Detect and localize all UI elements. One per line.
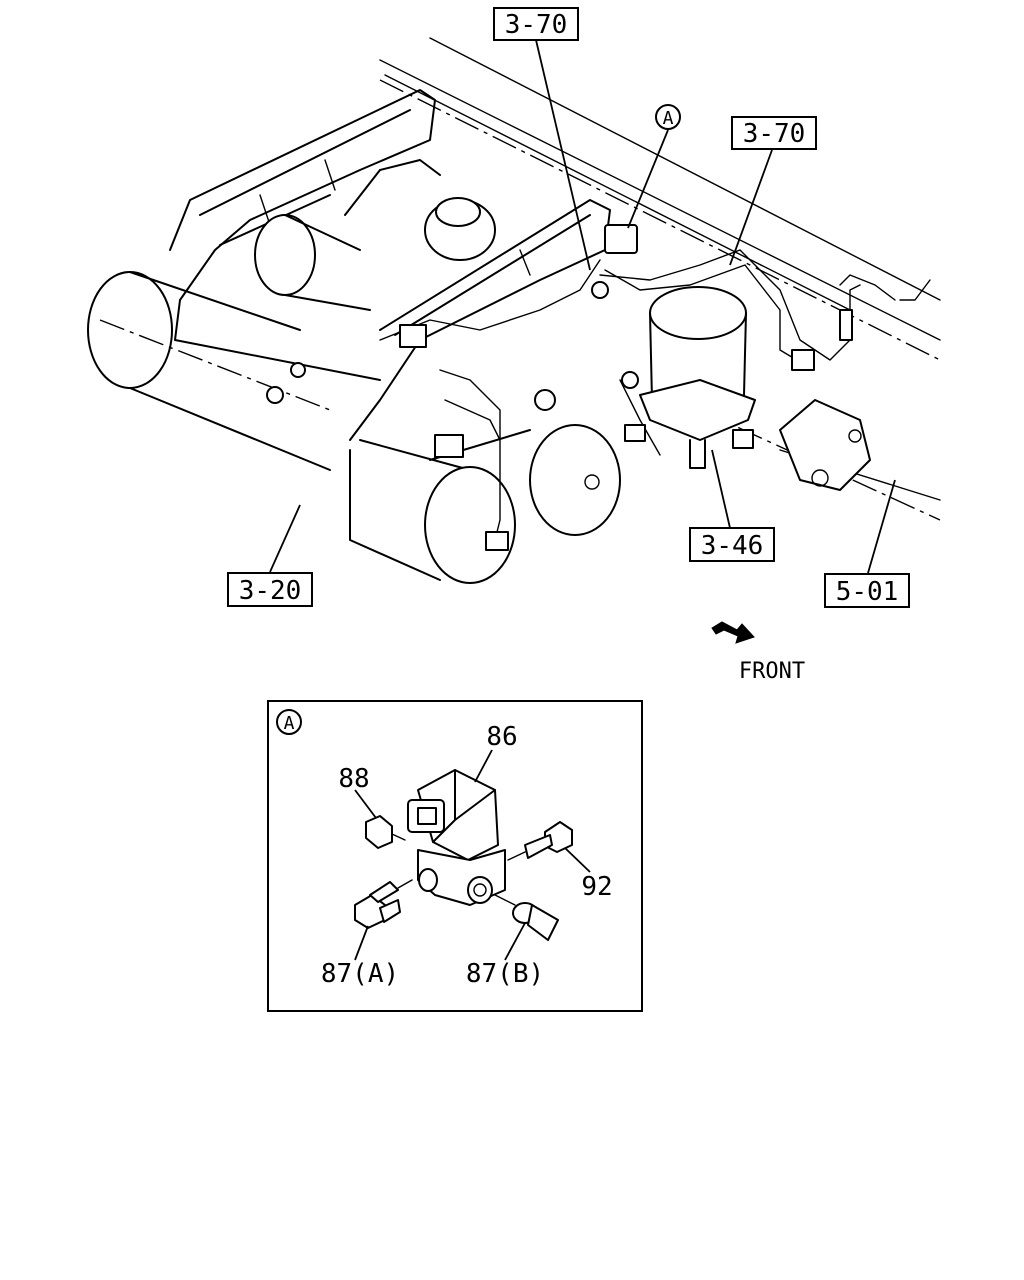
detail-frame <box>267 700 643 1012</box>
detail-marker-a[interactable]: A <box>655 104 681 130</box>
leader-3-20 <box>269 504 301 573</box>
frame-hanger <box>779 399 871 491</box>
leader-92 <box>564 847 591 873</box>
detail-marker-a-inset: A <box>276 709 302 735</box>
part-label-88: 88 <box>338 764 369 794</box>
part-label-92: 92 <box>581 872 612 902</box>
callout-label: 5-01 <box>836 577 899 607</box>
fittings <box>266 224 853 551</box>
front-direction-indicator: FRONT <box>711 621 805 684</box>
leader-87b <box>504 922 526 961</box>
callout-label: 3-70 <box>743 119 806 149</box>
part-label-87b: 87(B) <box>466 959 544 989</box>
part-label-86: 86 <box>486 722 517 752</box>
air-dryer <box>639 286 756 469</box>
motor-unit <box>254 159 496 311</box>
callout-label: 3-70 <box>505 10 568 40</box>
part-88-fitting[interactable] <box>365 815 406 849</box>
part-92-bolt[interactable] <box>507 821 573 861</box>
callout-3-20[interactable]: 3-20 <box>227 572 313 607</box>
front-arrow-icon <box>711 621 755 644</box>
air-tank-left <box>87 271 331 471</box>
callout-5-01[interactable]: 5-01 <box>824 573 910 608</box>
leader-88 <box>354 789 377 819</box>
part-86-valve[interactable] <box>407 769 506 906</box>
main-assembly-view: 3-70 3-70 3-46 3-20 5-01 A FRONT <box>87 7 941 684</box>
part-87a-fitting[interactable] <box>354 879 413 929</box>
front-label: FRONT <box>739 659 805 684</box>
leader-detail-a <box>627 129 669 229</box>
leader-3-70-right <box>729 149 773 266</box>
detail-marker-letter: A <box>284 713 295 734</box>
part-87b-fitting[interactable] <box>494 894 559 941</box>
part-label-87a: 87(A) <box>321 959 399 989</box>
leader-5-01 <box>867 479 896 574</box>
callout-3-46[interactable]: 3-46 <box>689 527 775 562</box>
leader-3-46 <box>711 449 731 529</box>
callout-3-70-top[interactable]: 3-70 <box>493 7 579 41</box>
leader-87a <box>354 925 369 961</box>
leader-3-70-top <box>535 39 591 271</box>
air-tank-lower <box>349 424 621 584</box>
leader-86 <box>474 749 493 783</box>
callout-label: 3-20 <box>239 576 302 606</box>
detail-a-view: A <box>267 700 643 1012</box>
detail-marker-letter: A <box>663 108 674 129</box>
callout-3-70-right[interactable]: 3-70 <box>731 116 817 150</box>
callout-label: 3-46 <box>701 531 764 561</box>
